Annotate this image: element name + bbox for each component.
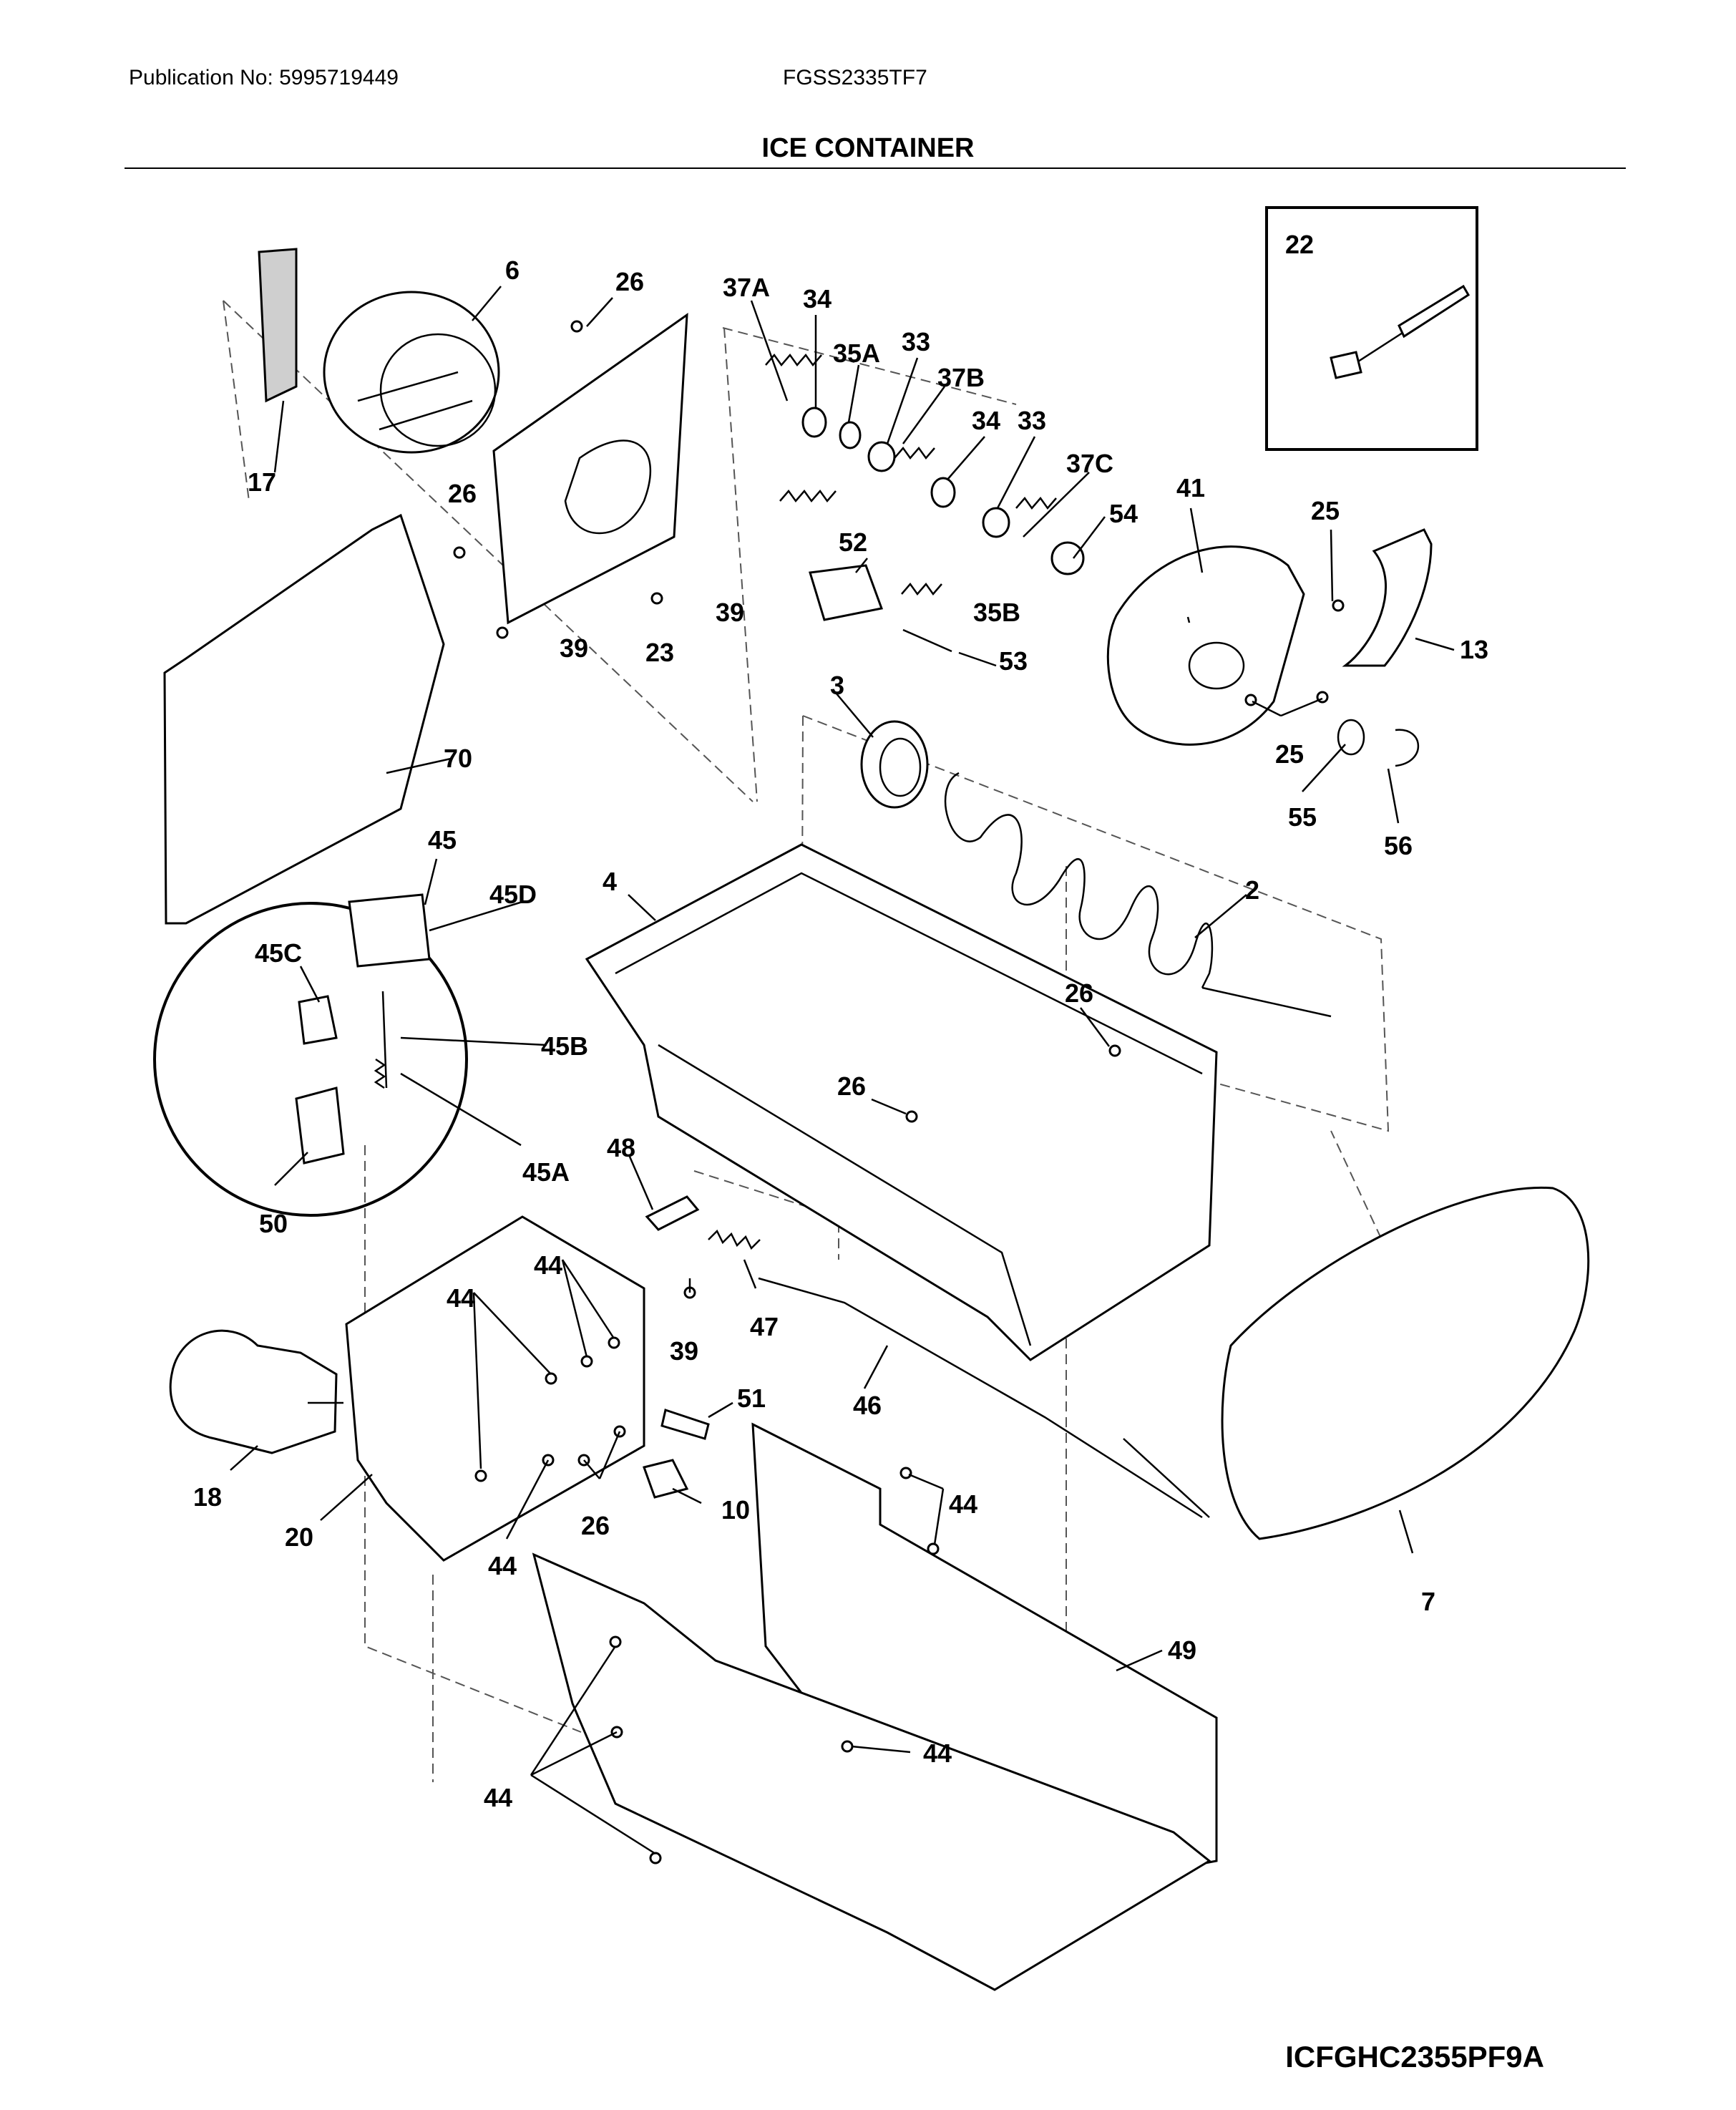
callout-labels: 6 26 37A 34 35A 33 37B 34 33 37C 22 17 2… [193,230,1488,1812]
callout-41: 41 [1176,473,1205,502]
callout-45a: 45A [522,1157,570,1187]
part-55-ring [1337,719,1365,756]
callout-26: 26 [448,479,477,508]
publication-number: Publication No: 5995719449 [129,66,399,89]
part-6-drum [323,291,500,454]
callout-33: 33 [902,327,930,356]
callout-52: 52 [839,528,867,557]
callout-45: 45 [428,825,457,855]
callout-53: 53 [999,646,1028,676]
part-10-cam [643,1459,689,1499]
callout-4: 4 [603,867,617,896]
callout-34: 34 [972,406,1000,435]
callout-17: 17 [248,467,276,497]
part-22-inset [1265,206,1478,451]
callout-54: 54 [1109,499,1138,528]
callout-44: 44 [534,1250,562,1280]
callout-47: 47 [750,1312,779,1341]
part-53-pin [902,628,952,653]
callout-18: 18 [193,1482,222,1512]
callout-35b: 35B [973,598,1020,627]
screws [453,320,1345,1865]
callout-44: 44 [447,1283,475,1313]
callout-39: 39 [560,633,588,663]
callout-10: 10 [721,1495,750,1525]
callout-23: 23 [645,638,674,667]
title-divider [125,167,1626,169]
part-3-ring [860,720,929,809]
bushings [801,407,1085,575]
callout-26: 26 [837,1071,866,1101]
callout-37a: 37A [723,273,770,302]
callout-26: 26 [615,267,644,296]
part-7-front-cover [1221,1186,1590,1540]
callout-45b: 45B [541,1031,588,1061]
part-37a-spring [765,353,837,503]
part-51-shaft [660,1409,710,1440]
page-title: ICE CONTAINER [761,133,975,163]
callout-46: 46 [853,1391,882,1420]
part-70-bracket [163,513,445,925]
part-37b-spring [894,446,942,596]
callout-45d: 45D [489,880,537,909]
callout-37b: 37B [937,363,985,392]
part-48-bracket [645,1195,700,1231]
callout-13: 13 [1460,635,1488,664]
callout-25: 25 [1311,496,1340,525]
callout-44: 44 [484,1783,512,1812]
callout-33: 33 [1018,406,1046,435]
part-13-cover [1342,528,1433,667]
callout-22: 22 [1285,230,1314,259]
callout-70: 70 [444,744,472,773]
callout-51: 51 [737,1384,766,1413]
callout-44: 44 [949,1489,977,1519]
callout-34: 34 [803,284,832,313]
callout-37c: 37C [1066,449,1113,478]
callout-55: 55 [1288,802,1317,832]
callout-39: 39 [716,598,744,627]
part-20-bracket [345,1215,645,1562]
callout-49: 49 [1168,1635,1196,1665]
callout-45c: 45C [255,938,302,968]
callout-7: 7 [1421,1587,1435,1616]
leader-lines [230,286,1455,1855]
callout-35a: 35A [833,339,880,368]
callout-39: 39 [670,1336,698,1366]
part-47-spring [708,1229,761,1250]
part-41-housing [1106,545,1305,746]
part-17-strip [258,248,298,403]
callout-2: 2 [1245,875,1259,905]
callout-50: 50 [259,1209,288,1238]
callout-26: 26 [581,1511,610,1540]
callout-25: 25 [1275,739,1304,769]
diagram-code: ICFGHC2355PF9A [1285,2040,1544,2073]
part-2-auger [944,772,1332,1018]
part-4-ice-bin [585,843,1218,1361]
callout-26: 26 [1065,978,1093,1008]
callout-3: 3 [830,671,844,700]
callout-20: 20 [285,1522,313,1552]
model-number: FGSS2335TF7 [783,66,927,89]
part-18-motor [169,1329,343,1454]
part-37c-spring [1015,496,1057,510]
part-56-clip [1395,729,1420,767]
callout-6: 6 [505,256,520,285]
part-52-block [809,564,884,621]
part-23-plate [492,312,688,625]
part-45-inset [153,893,468,1217]
callout-44: 44 [488,1551,517,1580]
callout-48: 48 [607,1133,635,1162]
part-49-tray [532,1422,1218,1991]
part-46-rod [758,1277,1210,1519]
callout-44: 44 [923,1739,952,1768]
callout-56: 56 [1384,831,1413,860]
